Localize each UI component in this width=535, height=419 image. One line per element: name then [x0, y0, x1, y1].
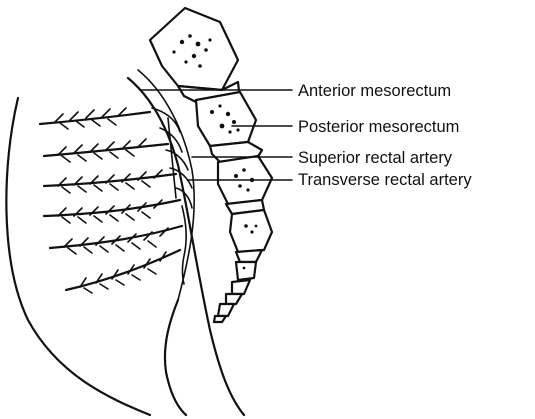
label-anterior-mesorectum: Anterior mesorectum: [298, 82, 451, 100]
sacrococcygeal-vertebrae: [150, 8, 272, 322]
anal-canal-outline: [165, 300, 186, 415]
label-superior-rectal-artery: Superior rectal artery: [298, 149, 453, 167]
label-transverse-rectal-artery: Transverse rectal artery: [298, 171, 472, 189]
mesorectum-segments: [152, 108, 192, 208]
outer-pelvic-outline: [6, 98, 150, 415]
transverse-arteries: [40, 108, 182, 293]
label-posterior-mesorectum: Posterior mesorectum: [298, 118, 459, 136]
